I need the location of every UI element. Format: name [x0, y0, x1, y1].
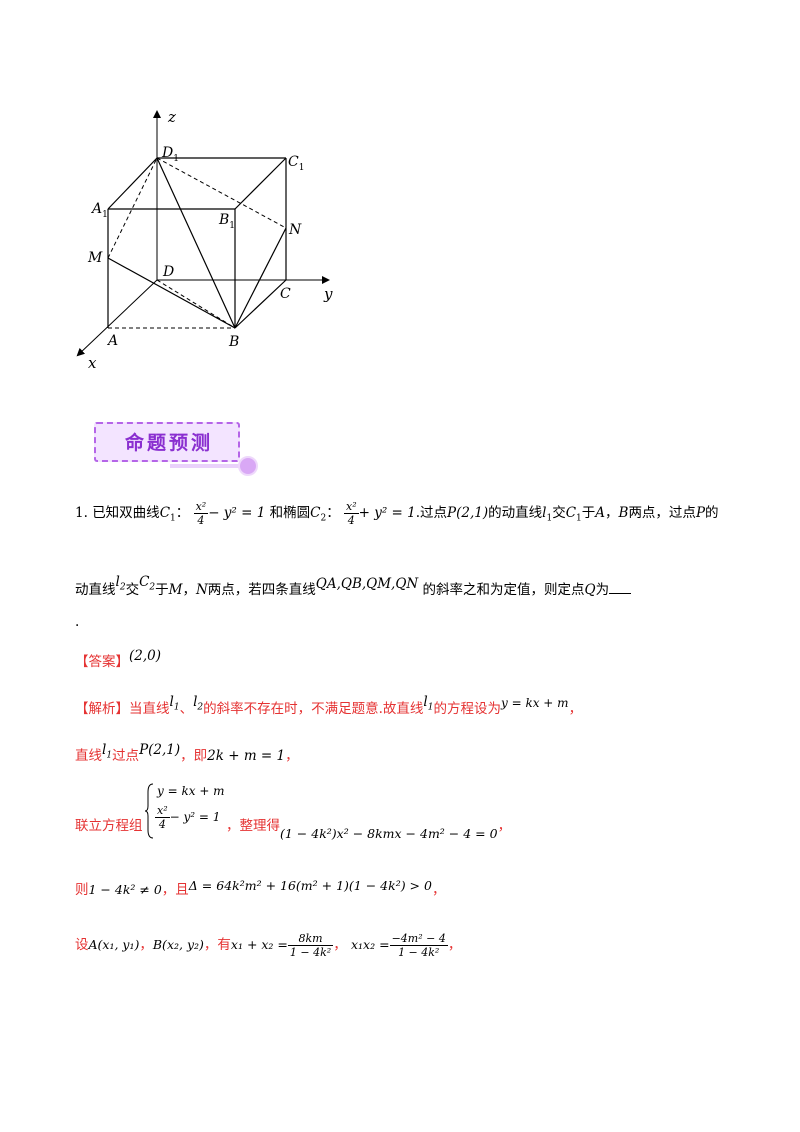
answer-line: 【答案】(2,0) — [75, 648, 162, 670]
section-banner: 命题预测 — [90, 416, 258, 476]
problem-number: 1. — [75, 505, 88, 521]
banner-underline — [170, 464, 242, 468]
svg-text:B: B — [228, 334, 239, 350]
svg-text:A: A — [106, 333, 118, 349]
solution-line-1: 【解析】当直线l1、l2的斜率不存在时，不满足题意.故直线l1的方程设为y = … — [75, 694, 583, 717]
x-axis — [76, 279, 158, 357]
solution-line-3b: ，整理得(1 − 4k²)x² − 8kmx − 4m² − 4 = 0， — [226, 818, 512, 841]
svg-text:z: z — [167, 108, 176, 126]
solution-line-4: 则1 − 4k² ≠ 0，且Δ = 64k²m² + 16(m² + 1)(1 … — [75, 878, 446, 898]
svg-text:x: x — [88, 354, 97, 372]
svg-text:y: y — [323, 285, 333, 303]
svg-text:N: N — [288, 222, 302, 238]
svg-text:C: C — [280, 286, 291, 302]
answer-label: 【答案】 — [75, 654, 129, 670]
problem-line-2: 动直线l2交C2于M，N两点，若四条直线QA,QB,QM,QN 的斜率之和为定值… — [75, 574, 632, 601]
answer-value: (2,0) — [129, 648, 162, 664]
banner-box: 命题预测 — [94, 422, 240, 462]
solution-line-2: 直线l1过点P(2,1)，即2k + m = 1， — [75, 742, 299, 764]
svg-text:B1: B1 — [218, 212, 235, 231]
system-brace-icon — [145, 783, 154, 839]
svg-text:D: D — [162, 264, 174, 280]
banner-dot-icon — [238, 456, 258, 476]
solution-line-3: 联立方程组 — [75, 818, 143, 834]
svg-text:C1: C1 — [288, 154, 304, 173]
solution-label: 【解析】 — [75, 701, 129, 717]
svg-text:M: M — [87, 250, 103, 266]
cube-figure: z y x D1 C1 A1 B1 N M D C A B — [76, 108, 333, 372]
problem-line-3: . — [75, 614, 80, 630]
svg-text:D1: D1 — [161, 145, 179, 164]
answer-blank — [609, 581, 632, 594]
banner-title: 命题预测 — [124, 432, 213, 454]
svg-text:A1: A1 — [90, 201, 108, 220]
